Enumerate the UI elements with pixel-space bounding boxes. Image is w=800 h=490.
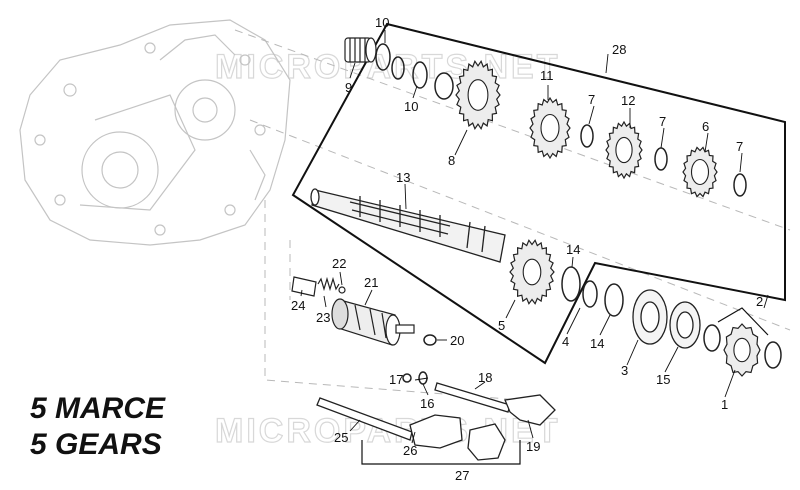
- main-shaft: [310, 188, 506, 263]
- bracket-2: [717, 307, 769, 336]
- washers: [375, 43, 782, 385]
- callout-7b: 7: [659, 114, 666, 129]
- callout-28: 28: [612, 42, 626, 57]
- bracket-27: [361, 440, 521, 465]
- callout-numbers: 1 2 3 4 5 6 7 7 7 8 9 10 10 11 12 13 14 …: [291, 15, 763, 483]
- spring-and-pin: [291, 276, 346, 297]
- callout-13: 13: [396, 170, 410, 185]
- gear-11-hub: [540, 113, 560, 143]
- callout-12: 12: [621, 93, 635, 108]
- callout-25: 25: [334, 430, 348, 445]
- selector-drum: [331, 298, 415, 346]
- callout-11: 11: [540, 68, 554, 83]
- caption-line-2: 5 GEARS: [30, 428, 162, 461]
- callout-5: 5: [498, 318, 505, 333]
- callout-2: 2: [756, 294, 763, 309]
- needle-bearing: [344, 37, 377, 63]
- callout-16: 16: [420, 396, 434, 411]
- callout-7c: 7: [736, 139, 743, 154]
- ball-bearings: [632, 289, 701, 349]
- callout-9: 9: [345, 80, 352, 95]
- gear-6-hub: [690, 158, 710, 186]
- gear-8-hub: [467, 79, 489, 111]
- shift-mechanism: [316, 382, 556, 461]
- kit-28-outline: [291, 22, 786, 365]
- caption-line-1: 5 MARCE: [30, 392, 166, 425]
- callout-6: 6: [702, 119, 709, 134]
- callout-3: 3: [621, 363, 628, 378]
- callout-8: 8: [448, 153, 455, 168]
- sprocket-1-hub: [733, 337, 751, 363]
- callout-27: 27: [455, 468, 469, 483]
- gear-12-hub: [615, 136, 633, 164]
- callout-18: 18: [478, 370, 492, 385]
- leader-lines: [300, 30, 769, 444]
- callout-14b: 14: [590, 336, 604, 351]
- callout-1: 1: [721, 397, 728, 412]
- watermark-top: MICROPARTS.NET: [215, 48, 560, 86]
- callout-15: 15: [656, 372, 670, 387]
- callout-22: 22: [332, 256, 346, 271]
- callout-14a: 14: [566, 242, 580, 257]
- callout-7a: 7: [588, 92, 595, 107]
- callout-19: 19: [526, 439, 540, 454]
- engine-case: [19, 19, 291, 246]
- callout-10a: 10: [375, 15, 389, 30]
- callout-23: 23: [316, 310, 330, 325]
- callout-21: 21: [364, 275, 378, 290]
- callout-26: 26: [403, 443, 417, 458]
- callout-10b: 10: [404, 99, 418, 114]
- gears: [455, 60, 761, 377]
- callout-20: 20: [450, 333, 464, 348]
- callout-17: 17: [389, 372, 403, 387]
- callout-24: 24: [291, 298, 305, 313]
- gear-5-hub: [522, 258, 542, 286]
- callout-4: 4: [562, 334, 569, 349]
